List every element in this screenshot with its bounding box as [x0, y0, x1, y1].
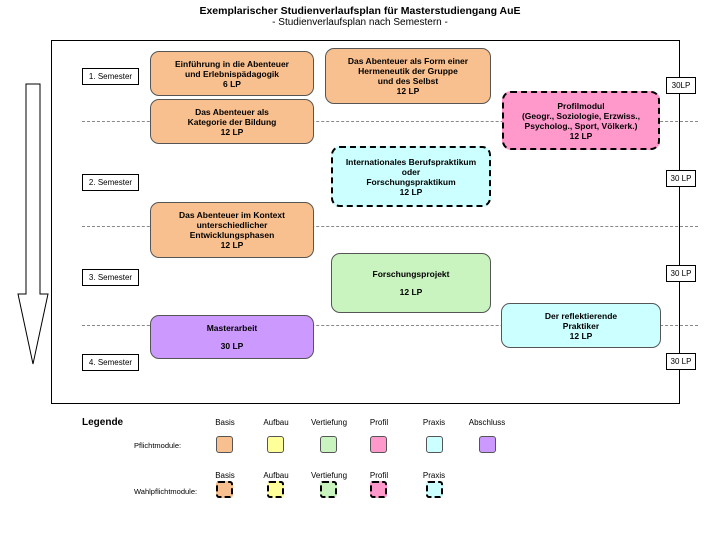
module-text-line: Entwicklungsphasen [189, 230, 275, 240]
legend-swatch [320, 436, 337, 453]
legend-category-label: Profil [369, 418, 389, 427]
module-text-line: (Geogr., Soziologie, Erzwiss., [521, 110, 641, 121]
module-box[interactable]: Profilmodul(Geogr., Soziologie, Erzwiss.… [502, 91, 660, 150]
legend-swatch [370, 436, 387, 453]
module-text-line: Internationales Berufspraktikum [345, 156, 477, 167]
module-text-line: Praktiker [562, 320, 600, 331]
legend-category-label: Aufbau [263, 418, 289, 427]
page-subtitle: - Studienverlaufsplan nach Semestern - [272, 17, 448, 28]
semester-credits-4: 30 LP [666, 353, 696, 370]
legend-category-label: Vertiefung [310, 471, 348, 480]
module-text-line: 12 LP [569, 130, 593, 141]
legend-category-label: Praxis [422, 418, 446, 427]
module-box[interactable]: Masterarbeit 30 LP [150, 315, 314, 359]
legend-swatch [216, 436, 233, 453]
semester-label-2: 2. Semester [82, 174, 139, 191]
semester-divider [82, 325, 698, 326]
module-text-line: 12 LP [399, 287, 423, 297]
semester-credits-3: 30 LP [666, 265, 696, 282]
module-text-line: Kategorie der Bildung [187, 116, 277, 127]
module-text-line: Profilmodul [557, 100, 605, 111]
legend-category-label: Praxis [422, 471, 446, 480]
module-text-line: Forschungsprojekt [372, 269, 450, 279]
legend-category-label: Aufbau [263, 471, 289, 480]
semester-credits-1: 30LP [666, 77, 696, 94]
module-text-line: 12 LP [220, 240, 244, 250]
legend-swatch-dashed [370, 481, 387, 498]
module-text-line: 30 LP [220, 341, 244, 351]
module-text-line: Psycholog., Sport, Völkerk.) [524, 120, 638, 131]
page-title: Exemplarischer Studienverlaufsplan für M… [199, 5, 521, 17]
module-text-line: Hermeneutik der Gruppe [358, 66, 458, 76]
module-text-line: und Erlebnispädagogik [185, 68, 279, 79]
legend-swatch-dashed [320, 481, 337, 498]
legend-swatch-dashed [216, 481, 233, 498]
module-text-line: Forschungspraktikum [366, 176, 456, 187]
module-text-line: 12 LP [220, 126, 244, 137]
legend-swatch [426, 436, 443, 453]
module-text-line: und des Selbst [377, 76, 439, 86]
module-text-line: unterschiedlicher [196, 220, 268, 230]
module-text-line: Einführung in die Abenteuer [175, 58, 289, 69]
legend-category-label: Basis [215, 471, 235, 480]
legend-category-label: Profil [369, 471, 389, 480]
legend-category-label: Abschluss [468, 418, 506, 427]
legend-title: Legende [82, 417, 124, 428]
legend-swatch [479, 436, 496, 453]
semester-label-3: 3. Semester [82, 269, 139, 286]
module-text-line: Das Abenteuer im Kontext [179, 210, 285, 220]
legend-wahl-label: Wahlpflichtmodule: [134, 487, 198, 496]
legend-category-label: Vertiefung [310, 418, 348, 427]
semester-label-1: 1. Semester [82, 68, 139, 85]
semester-divider [82, 226, 698, 227]
plan-frame [51, 40, 680, 404]
module-text-line: Der reflektierende [544, 310, 618, 321]
module-text-line: oder [401, 166, 421, 177]
module-text-line: 12 LP [569, 330, 593, 341]
module-text-line: Das Abenteuer als [195, 106, 269, 117]
module-text-line: 6 LP [223, 78, 241, 89]
semester-credits-2: 30 LP [666, 170, 696, 187]
legend-category-label: Basis [215, 418, 235, 427]
legend-swatch [267, 436, 284, 453]
time-arrow [17, 83, 49, 365]
module-text-line: Das Abenteuer als Form einer [347, 56, 469, 66]
semester-label-4: 4. Semester [82, 354, 139, 371]
semester-divider [82, 121, 698, 122]
module-text-line: 12 LP [399, 186, 423, 197]
module-text-line: Masterarbeit [206, 323, 258, 333]
legend-pflicht-label: Pflichtmodule: [134, 441, 182, 450]
legend-swatch-dashed [426, 481, 443, 498]
module-box[interactable]: Forschungsprojekt 12 LP [331, 253, 491, 313]
legend-swatch-dashed [267, 481, 284, 498]
module-text-line: 12 LP [396, 86, 420, 96]
